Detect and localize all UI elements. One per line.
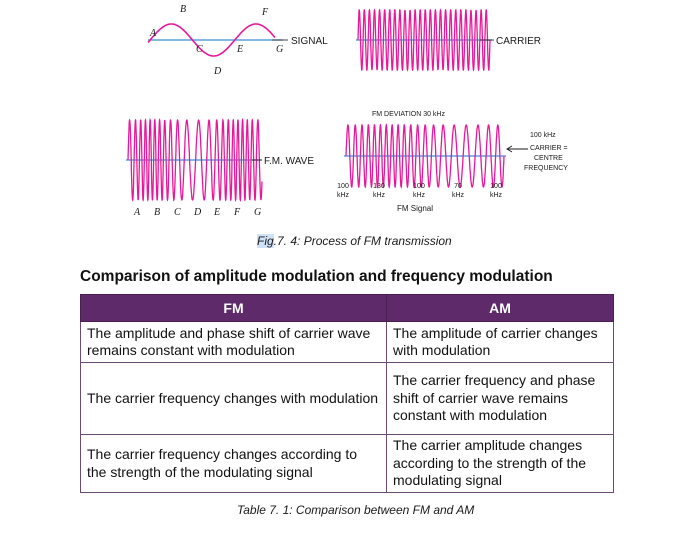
signal-point-d: D bbox=[213, 66, 222, 77]
wave-axis-letter-e: E bbox=[213, 207, 220, 218]
signal-point-b: B bbox=[180, 4, 186, 15]
signal-point-g: G bbox=[276, 44, 283, 55]
freq-tick-value: 130 bbox=[373, 183, 385, 190]
cell-fm: The carrier frequency changes with modul… bbox=[80, 362, 387, 435]
wave-axis-letter-b: B bbox=[154, 207, 160, 218]
freq-tick-unit: kHz bbox=[452, 192, 465, 199]
centre-note-line-2: CARRIER = bbox=[530, 145, 568, 152]
freq-tick-unit: kHz bbox=[337, 192, 350, 199]
comparison-table: FM AM The amplitude and phase shift of c… bbox=[80, 294, 614, 493]
wave-axis-letter-c: C bbox=[174, 207, 181, 218]
centre-note-line-3: CENTRE bbox=[534, 155, 563, 162]
signal-point-e: E bbox=[236, 44, 243, 55]
freq-tick-unit: kHz bbox=[490, 192, 503, 199]
frequency-tick-labels: 100 kHz 130 kHz 100 kHz 70 kHz 100 kHz bbox=[337, 183, 503, 199]
cell-am: The carrier frequency and phase shift of… bbox=[386, 362, 614, 435]
freq-tick-unit: kHz bbox=[373, 192, 386, 199]
freq-tick-value: 70 bbox=[454, 183, 462, 190]
centre-note-line-4: FREQUENCY bbox=[524, 165, 568, 172]
signal-point-c: C bbox=[196, 44, 203, 55]
figure-caption-prefix: Fig bbox=[257, 234, 274, 248]
wave-axis-letter-g: G bbox=[254, 207, 261, 218]
table-header-row: FM AM bbox=[80, 294, 614, 322]
figure-caption: Fig.7. 4: Process of FM transmission bbox=[257, 234, 452, 248]
header-am: AM bbox=[386, 294, 614, 322]
cell-fm: The carrier frequency changes according … bbox=[80, 434, 387, 493]
freq-tick-unit: kHz bbox=[413, 192, 426, 199]
carrier-wave bbox=[357, 8, 491, 72]
table-caption: Table 7. 1: Comparison between FM and AM bbox=[237, 503, 475, 517]
fm-signal-wave bbox=[345, 123, 505, 189]
freq-tick-value: 100 bbox=[490, 183, 502, 190]
fm-wave bbox=[127, 117, 263, 203]
cell-fm: The amplitude and phase shift of carrier… bbox=[80, 321, 387, 363]
wave-axis-letter-a: A bbox=[133, 207, 141, 218]
freq-tick-value: 100 bbox=[413, 183, 425, 190]
section-heading: Comparison of amplitude modulation and f… bbox=[80, 268, 553, 285]
carrier-label: CARRIER bbox=[496, 36, 541, 47]
signal-point-f: F bbox=[261, 7, 269, 18]
fm-signal-label: FM Signal bbox=[397, 204, 433, 213]
wave-axis-letter-f: F bbox=[233, 207, 241, 218]
table-row: The carrier frequency changes according … bbox=[80, 434, 614, 493]
fm-wave-label: F.M. WAVE bbox=[264, 156, 314, 167]
signal-sine-wave bbox=[147, 23, 276, 57]
table-row: The carrier frequency changes with modul… bbox=[80, 362, 614, 435]
header-fm: FM bbox=[80, 294, 387, 322]
cell-am: The carrier amplitude changes according … bbox=[386, 434, 614, 493]
fm-deviation-label: FM DEVIATION 30 kHz bbox=[372, 111, 445, 118]
wave-axis-letter-d: D bbox=[193, 207, 202, 218]
centre-note-line-1: 100 kHz bbox=[530, 132, 556, 139]
signal-point-a: A bbox=[149, 28, 157, 39]
figure-caption-text: .7. 4: Process of FM transmission bbox=[273, 234, 452, 248]
centre-frequency-arrow bbox=[506, 145, 528, 153]
freq-tick-value: 100 bbox=[337, 183, 349, 190]
table-row: The amplitude and phase shift of carrier… bbox=[80, 321, 614, 363]
signal-label: SIGNAL bbox=[291, 36, 328, 47]
signal-point-letters: A B CD E F G bbox=[149, 4, 283, 77]
cell-am: The amplitude of carrier changes with mo… bbox=[386, 321, 614, 363]
